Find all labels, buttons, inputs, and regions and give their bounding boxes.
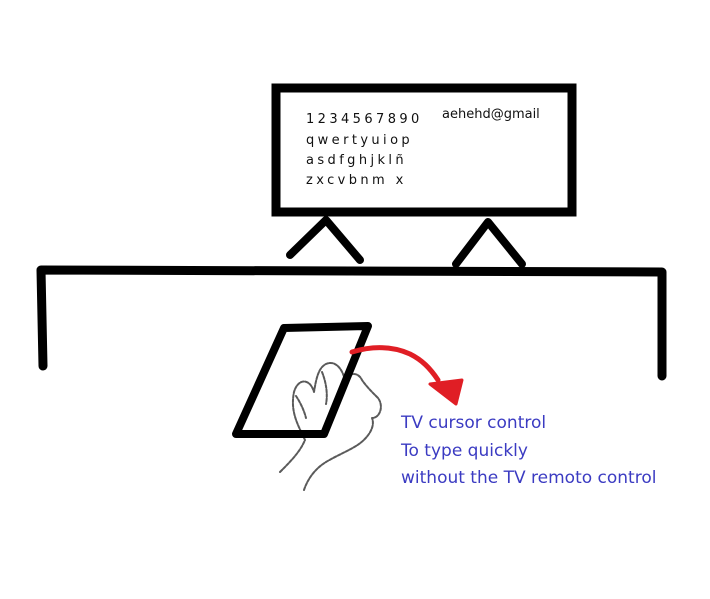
- caption-line-3: without the TV remoto control: [401, 468, 657, 488]
- cursor-arrow: [349, 345, 441, 383]
- table: [36, 265, 667, 381]
- caption-line-1: TV cursor control: [401, 413, 547, 433]
- keyboard-row-top: qwertyuiop: [306, 133, 414, 148]
- tablet-device: [232, 322, 372, 438]
- keyboard-row-numbers: 1234567890: [306, 112, 423, 127]
- caption-line-2: To type quickly: [401, 441, 528, 461]
- tv-stand-left: [286, 216, 364, 264]
- tv-frame: [271, 83, 577, 217]
- keyboard-row-middle: asdfghjklñ: [306, 153, 408, 168]
- keyboard-row-bottom: zxcvbnm x: [306, 173, 407, 188]
- email-text: aehehd@gmail: [442, 107, 540, 122]
- tv-screen: 1234567890 qwertyuiop asdfghjklñ zxcvbnm…: [282, 92, 566, 208]
- cursor-arrow-head: [428, 378, 464, 406]
- tv-stand-right: [452, 218, 526, 268]
- hand-sketch: [279, 362, 382, 491]
